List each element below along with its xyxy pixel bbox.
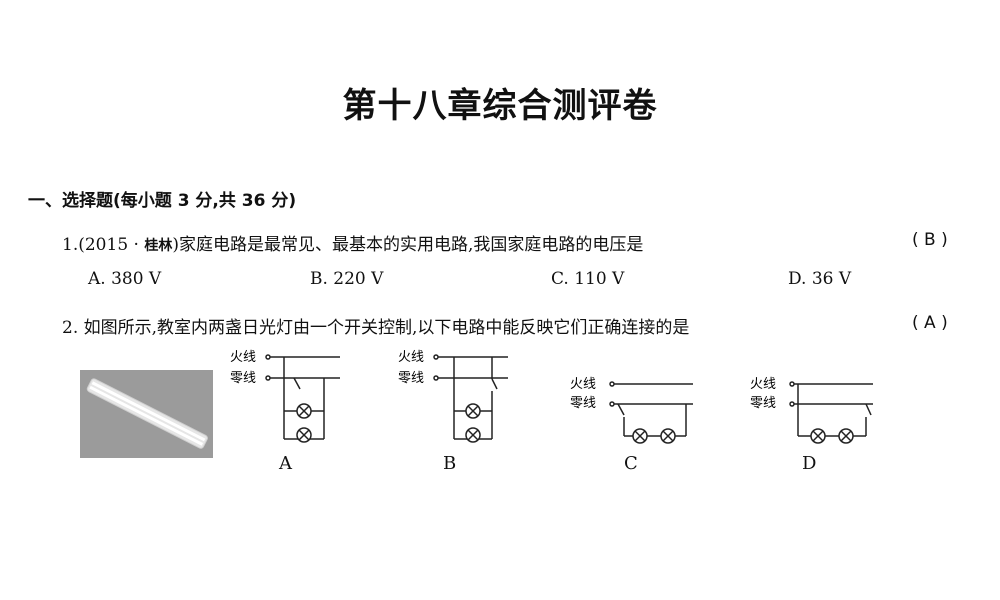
option-1d: D. 36 V bbox=[788, 269, 852, 289]
question-1-source-open: (2015 · bbox=[78, 235, 139, 255]
section-heading: 一、选择题(每小题 3 分,共 36 分) bbox=[28, 191, 297, 211]
live-wire-label: 火线 bbox=[230, 350, 256, 365]
question-2-text: 2. 如图所示,教室内两盏日光灯由一个开关控制,以下电路中能反映它们正确连接的是 bbox=[62, 318, 690, 338]
page-title: 第十八章综合测评卷 bbox=[342, 86, 658, 126]
live-wire-label: 火线 bbox=[570, 377, 596, 392]
circuit-diagram-a: 火线 零线 bbox=[230, 350, 340, 443]
question-1-text: 家庭电路是最常见、最基本的实用电路,我国家庭电路的电压是 bbox=[179, 235, 644, 255]
circuit-diagram-c: 火线 零线 bbox=[570, 377, 693, 444]
neutral-wire-label: 零线 bbox=[398, 371, 424, 386]
fluorescent-lamp-photo bbox=[80, 370, 213, 458]
live-wire-label: 火线 bbox=[398, 350, 424, 365]
circuit-diagram-b: 火线 零线 bbox=[398, 350, 508, 443]
neutral-wire-label: 零线 bbox=[230, 371, 256, 386]
circuit-diagram-d: 火线 零线 bbox=[750, 377, 873, 444]
question-1: 1.(2015 · 桂林)家庭电路是最常见、最基本的实用电路,我国家庭电路的电压… bbox=[62, 230, 643, 255]
question-2-answer: ( A ) bbox=[912, 313, 948, 333]
circuit-label-a: A bbox=[279, 453, 292, 474]
option-1c: C. 110 V bbox=[551, 269, 625, 289]
option-1b: B. 220 V bbox=[310, 269, 384, 289]
question-1-source-city: 桂林 bbox=[144, 238, 173, 254]
question-1-number: 1. bbox=[62, 235, 79, 255]
circuit-label-c: C bbox=[624, 453, 638, 474]
neutral-wire-label: 零线 bbox=[750, 396, 776, 411]
neutral-wire-label: 零线 bbox=[570, 396, 596, 411]
circuit-label-b: B bbox=[443, 453, 457, 474]
question-1-answer: ( B ) bbox=[912, 230, 948, 250]
live-wire-label: 火线 bbox=[750, 377, 776, 392]
question-1-source-close: ) bbox=[172, 235, 179, 255]
circuit-label-d: D bbox=[802, 453, 817, 474]
option-1a: A. 380 V bbox=[88, 269, 162, 289]
